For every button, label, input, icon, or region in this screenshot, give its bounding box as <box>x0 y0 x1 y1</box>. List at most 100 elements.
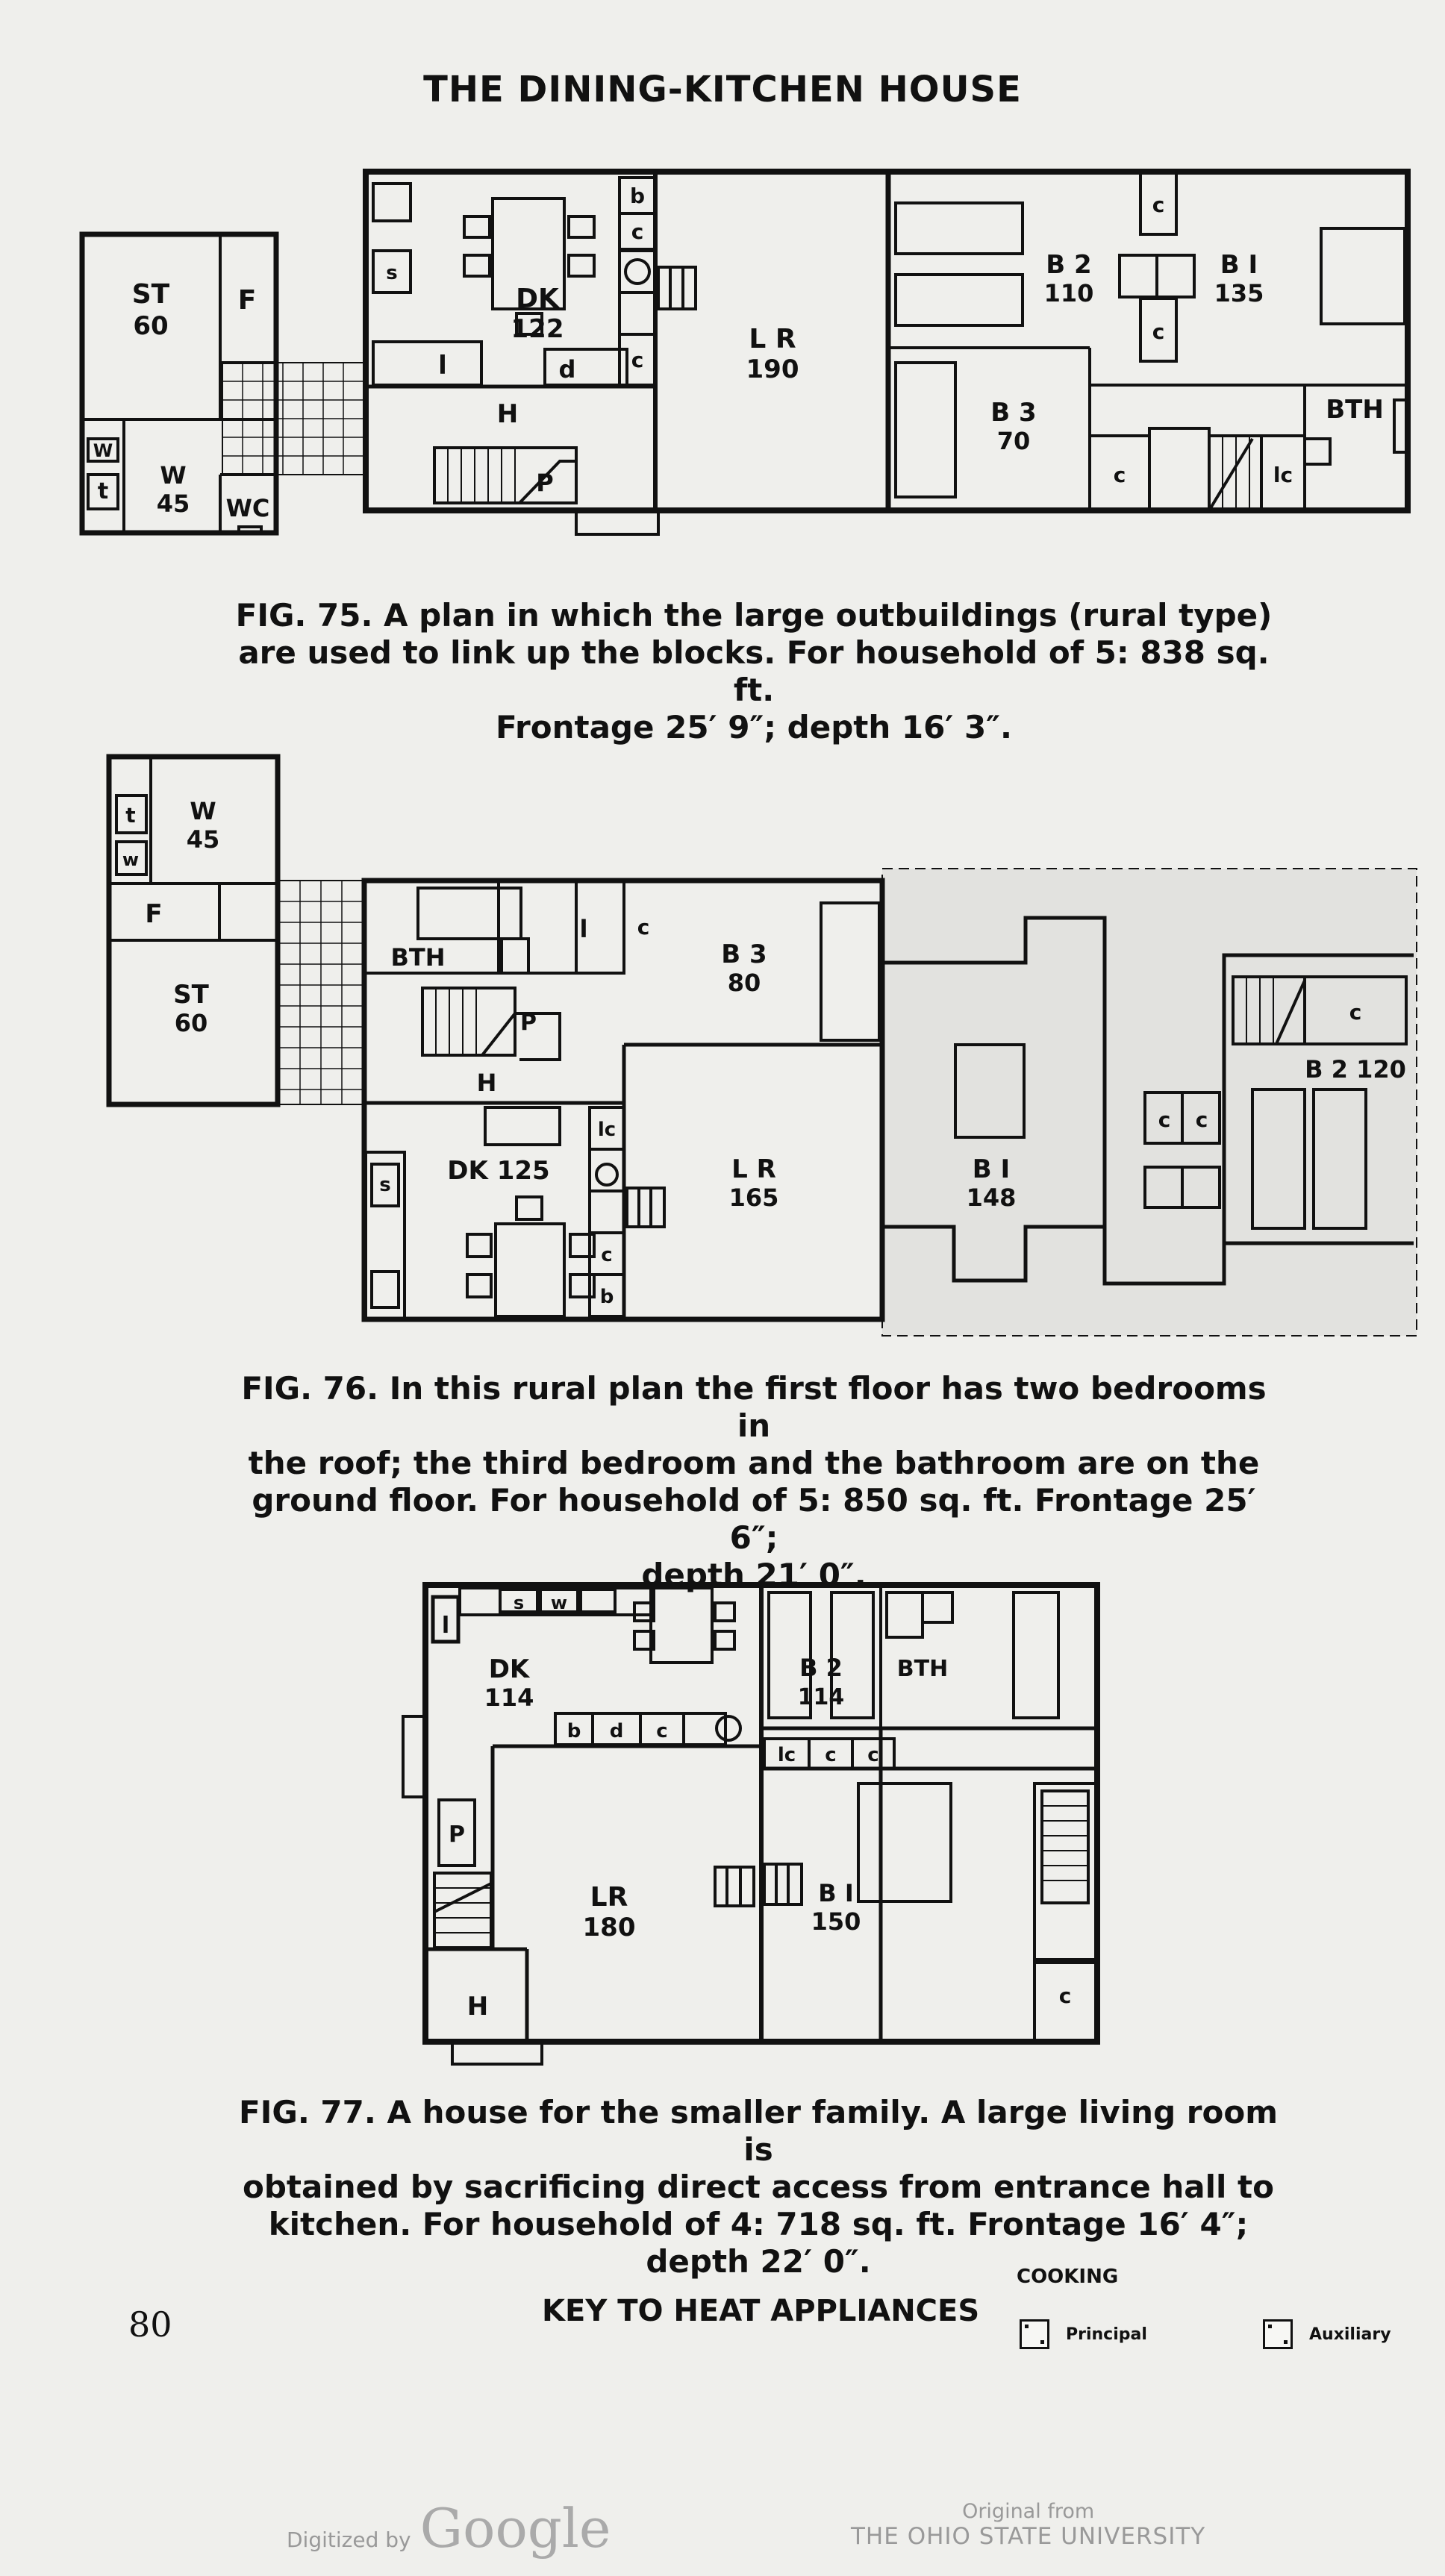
room-label-b2: B 2 <box>1046 250 1091 280</box>
fitting-label-s: s <box>379 1174 390 1196</box>
room-label-t: t <box>98 478 108 504</box>
fitting-label-lc: lc <box>1273 463 1293 487</box>
key-auxiliary: Auxiliary <box>1263 2319 1391 2349</box>
room-area-b2: 114 <box>798 1684 845 1710</box>
fitting-label-w: w <box>551 1592 567 1613</box>
room-label-lr: L R <box>731 1154 776 1184</box>
fitting-label-b: b <box>567 1720 581 1742</box>
room-label-dk: DK 125 <box>447 1156 549 1186</box>
fitting-label-c: c <box>1158 1107 1171 1132</box>
floor-plan-fig75: ST 60 F W t W 45 WC s l d b c c DK 122 H… <box>45 161 1433 594</box>
fitting-label-s: s <box>386 262 397 284</box>
room-label-b1: B I <box>818 1879 853 1907</box>
room-label-b1: B I <box>973 1154 1010 1184</box>
floor-plan-fig77: l s w DK 114 b d c P H LR 180 B 2 114 BT… <box>388 1567 1120 2075</box>
room-label-h: H <box>477 1069 497 1097</box>
room-area-b1: 148 <box>967 1184 1017 1212</box>
room-label-bth: BTH <box>1326 395 1384 425</box>
fitting-label-p: P <box>449 1822 465 1848</box>
room-area-b1: 135 <box>1214 279 1264 307</box>
room-label-t: t <box>125 803 135 828</box>
room-label-h: H <box>467 1992 488 2022</box>
room-label-w-small: W <box>93 440 113 461</box>
room-area-lr: 180 <box>583 1913 636 1942</box>
room-label-dk: DK <box>489 1654 531 1684</box>
fitting-label-c: c <box>825 1744 836 1766</box>
room-label-bth: BTH <box>897 1656 948 1682</box>
fitting-label-c: c <box>1349 1000 1362 1025</box>
fitting-label-s: s <box>514 1592 524 1613</box>
caption-fig77: FIG. 77. A house for the smaller family.… <box>236 2094 1281 2280</box>
university-name: THE OHIO STATE UNIVERSITY <box>851 2523 1206 2550</box>
fitting-label-c: c <box>656 1720 667 1742</box>
original-from-label: Original from <box>962 2500 1095 2523</box>
key-principal-label: Principal <box>1066 2325 1147 2344</box>
room-area-st: 60 <box>133 311 168 341</box>
fitting-label-lc: lc <box>778 1744 796 1766</box>
room-label-w: W <box>160 461 186 490</box>
principal-cooker-icon <box>1020 2319 1049 2349</box>
fitting-label-c: c <box>1196 1107 1208 1132</box>
fitting-label-d: d <box>610 1720 624 1742</box>
room-area-b3: 70 <box>997 427 1031 455</box>
fitting-label-b: b <box>630 184 645 208</box>
fitting-label-c: c <box>601 1244 612 1266</box>
room-area-w: 45 <box>157 490 190 518</box>
fitting-label-c: c <box>1059 1983 1072 2008</box>
page-number: 80 <box>128 2304 172 2345</box>
room-label-lr: L R <box>749 324 796 354</box>
key-title: KEY TO HEAT APPLIANCES <box>542 2294 980 2328</box>
room-label-b1: B I <box>1220 250 1258 280</box>
room-area-dk: 114 <box>484 1684 534 1712</box>
fitting-label-b: b <box>600 1286 614 1308</box>
caption-line: are used to link up the blocks. For hous… <box>238 634 1270 708</box>
room-area-b3: 80 <box>728 969 761 997</box>
caption-fig75: FIG. 75. A plan in which the large outbu… <box>224 597 1284 746</box>
google-logo: Google <box>419 2497 611 2560</box>
fitting-label-c: c <box>1114 463 1126 487</box>
fitting-label-l: l <box>442 1613 449 1639</box>
room-area-st: 60 <box>175 1009 208 1037</box>
caption-line: obtained by sacrificing direct access fr… <box>243 2169 1274 2205</box>
fitting-label-lc: lc <box>598 1119 616 1141</box>
room-label-w-small: w <box>122 849 139 870</box>
original-from: Original from THE OHIO STATE UNIVERSITY <box>851 2500 1205 2550</box>
caption-line: depth 22′ 0″. <box>646 2243 871 2280</box>
caption-line: Frontage 25′ 9″; depth 16′ 3″. <box>496 709 1012 745</box>
room-label-b3: B 3 <box>990 398 1036 428</box>
room-area-dk: 122 <box>511 314 564 344</box>
room-area-lr: 165 <box>729 1184 779 1212</box>
floor-plan-fig76: t w W 45 F ST 60 BTH l c P H B 3 80 lc D… <box>45 749 1433 1346</box>
fitting-label-c: c <box>1152 319 1165 344</box>
room-label-b2: B 2 120 <box>1305 1055 1406 1084</box>
room-label-st: ST <box>132 279 170 310</box>
caption-line: FIG. 77. A house for the smaller family.… <box>239 2094 1278 2168</box>
caption-line: ground floor. For household of 5: 850 sq… <box>252 1482 1256 1556</box>
fitting-label-c: c <box>867 1744 878 1766</box>
fitting-label-l: l <box>438 351 447 381</box>
auxiliary-cooker-icon <box>1263 2319 1293 2349</box>
room-label-lr: LR <box>590 1882 628 1913</box>
room-label-st: ST <box>173 980 209 1010</box>
room-label-w: W <box>190 797 216 825</box>
fitting-label-d: d <box>559 355 576 384</box>
room-label-wc: WC <box>226 494 270 522</box>
room-label-bth: BTH <box>391 943 446 972</box>
room-area-w: 45 <box>187 825 220 854</box>
key-cooking-label: COOKING <box>1017 2266 1119 2288</box>
digitized-by-label: Digitized by <box>287 2527 411 2552</box>
fitting-label-c: c <box>637 915 650 940</box>
fitting-label-c: c <box>1152 193 1165 217</box>
fitting-label-c: c <box>631 348 644 372</box>
room-label-f: F <box>238 285 257 316</box>
fitting-label-p: P <box>520 1010 537 1036</box>
room-label-b3: B 3 <box>721 940 767 969</box>
room-area-lr: 190 <box>746 354 799 384</box>
caption-line: the roof; the third bedroom and the bath… <box>248 1445 1260 1481</box>
fitting-label-l: l <box>580 915 588 943</box>
fitting-label-p: P <box>536 469 553 497</box>
key-principal: Principal <box>1020 2319 1147 2349</box>
caption-line: kitchen. For household of 4: 718 sq. ft.… <box>268 2206 1249 2242</box>
room-label-dk: DK <box>516 284 560 314</box>
key-auxiliary-label: Auxiliary <box>1309 2325 1391 2344</box>
